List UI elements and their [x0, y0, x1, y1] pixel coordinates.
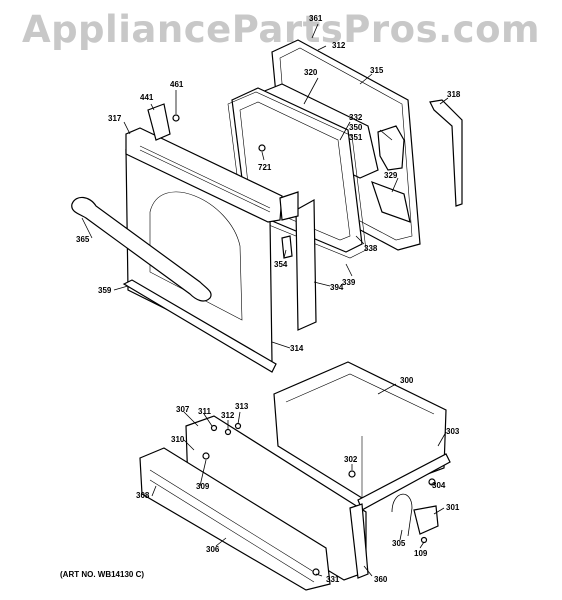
callout-307: 307 — [176, 405, 190, 414]
drawer-wire — [391, 493, 413, 537]
callout-350: 350 — [349, 123, 363, 132]
drawer-handle-groove-2 — [149, 479, 315, 583]
callout-305: 305 — [392, 539, 406, 548]
door-hinge-channel — [429, 99, 463, 207]
screw-109 — [420, 536, 428, 544]
callout-329: 329 — [384, 171, 398, 180]
drawer-bracket — [413, 505, 439, 535]
callout-351: 351 — [349, 133, 363, 142]
callout-303: 303 — [446, 427, 460, 436]
door-hinge — [147, 103, 171, 141]
callout-308: 308 — [136, 491, 150, 500]
vent-trim — [125, 127, 283, 223]
callout-310: 310 — [171, 435, 185, 444]
callout-365: 365 — [76, 235, 90, 244]
hinge-bracket — [371, 180, 411, 223]
callout-109: 109 — [414, 549, 428, 558]
door-bracket — [377, 125, 405, 171]
callout-359: 359 — [98, 286, 112, 295]
callout-338: 338 — [364, 244, 378, 253]
screw-304 — [428, 478, 436, 486]
drawer-handle-groove — [149, 469, 315, 573]
door-window-arch — [149, 191, 243, 321]
screw-312 — [224, 428, 232, 436]
callout-313: 313 — [235, 402, 249, 411]
drawer-rim — [285, 373, 435, 415]
callout-300: 300 — [400, 376, 414, 385]
callout-339: 339 — [342, 278, 356, 287]
callout-361: 361 — [309, 14, 323, 23]
door-bottom-trim — [122, 279, 277, 373]
callout-461: 461 — [170, 80, 184, 89]
callout-309: 309 — [196, 482, 210, 491]
callout-312: 312 — [332, 41, 346, 50]
callout-331: 331 — [326, 575, 340, 584]
callout-304: 304 — [432, 481, 446, 490]
callout-721: 721 — [258, 163, 272, 172]
art-number: (ART NO. WB14130 C) — [60, 570, 145, 579]
callout-314: 314 — [290, 344, 304, 353]
screw-313 — [234, 422, 242, 430]
vent-slot — [139, 149, 271, 213]
screw-311 — [210, 424, 218, 432]
screw-309 — [202, 452, 210, 460]
callout-306: 306 — [206, 545, 220, 554]
callout-441: 441 — [140, 93, 154, 102]
callout-318: 318 — [447, 90, 461, 99]
drawer-body — [273, 361, 447, 499]
door-stop — [281, 235, 293, 259]
side-channel-bracket — [279, 191, 299, 221]
callout-312-lower: 312 — [221, 411, 235, 420]
vent-slot-2 — [139, 145, 271, 209]
watermark-logo: AppliancePartsPros.com — [21, 8, 541, 51]
callout-360: 360 — [374, 575, 388, 584]
door-side-channel — [295, 198, 317, 331]
screw-302 — [348, 470, 356, 478]
drawer-side-trim — [349, 503, 369, 579]
screw-721 — [258, 144, 266, 152]
callout-311: 311 — [198, 407, 211, 416]
callout-320: 320 — [304, 68, 318, 77]
foot-331 — [312, 568, 320, 576]
callout-317: 317 — [108, 114, 122, 123]
callout-302: 302 — [344, 455, 358, 464]
leader-lines — [81, 23, 449, 577]
callout-315: 315 — [370, 66, 384, 75]
callout-332: 332 — [349, 113, 363, 122]
callout-394: 394 — [330, 283, 344, 292]
screw-461 — [172, 114, 180, 122]
door-handle — [71, 196, 212, 302]
callout-354: 354 — [274, 260, 288, 269]
callout-301: 301 — [446, 503, 460, 512]
drawer-front-trim — [139, 447, 331, 591]
